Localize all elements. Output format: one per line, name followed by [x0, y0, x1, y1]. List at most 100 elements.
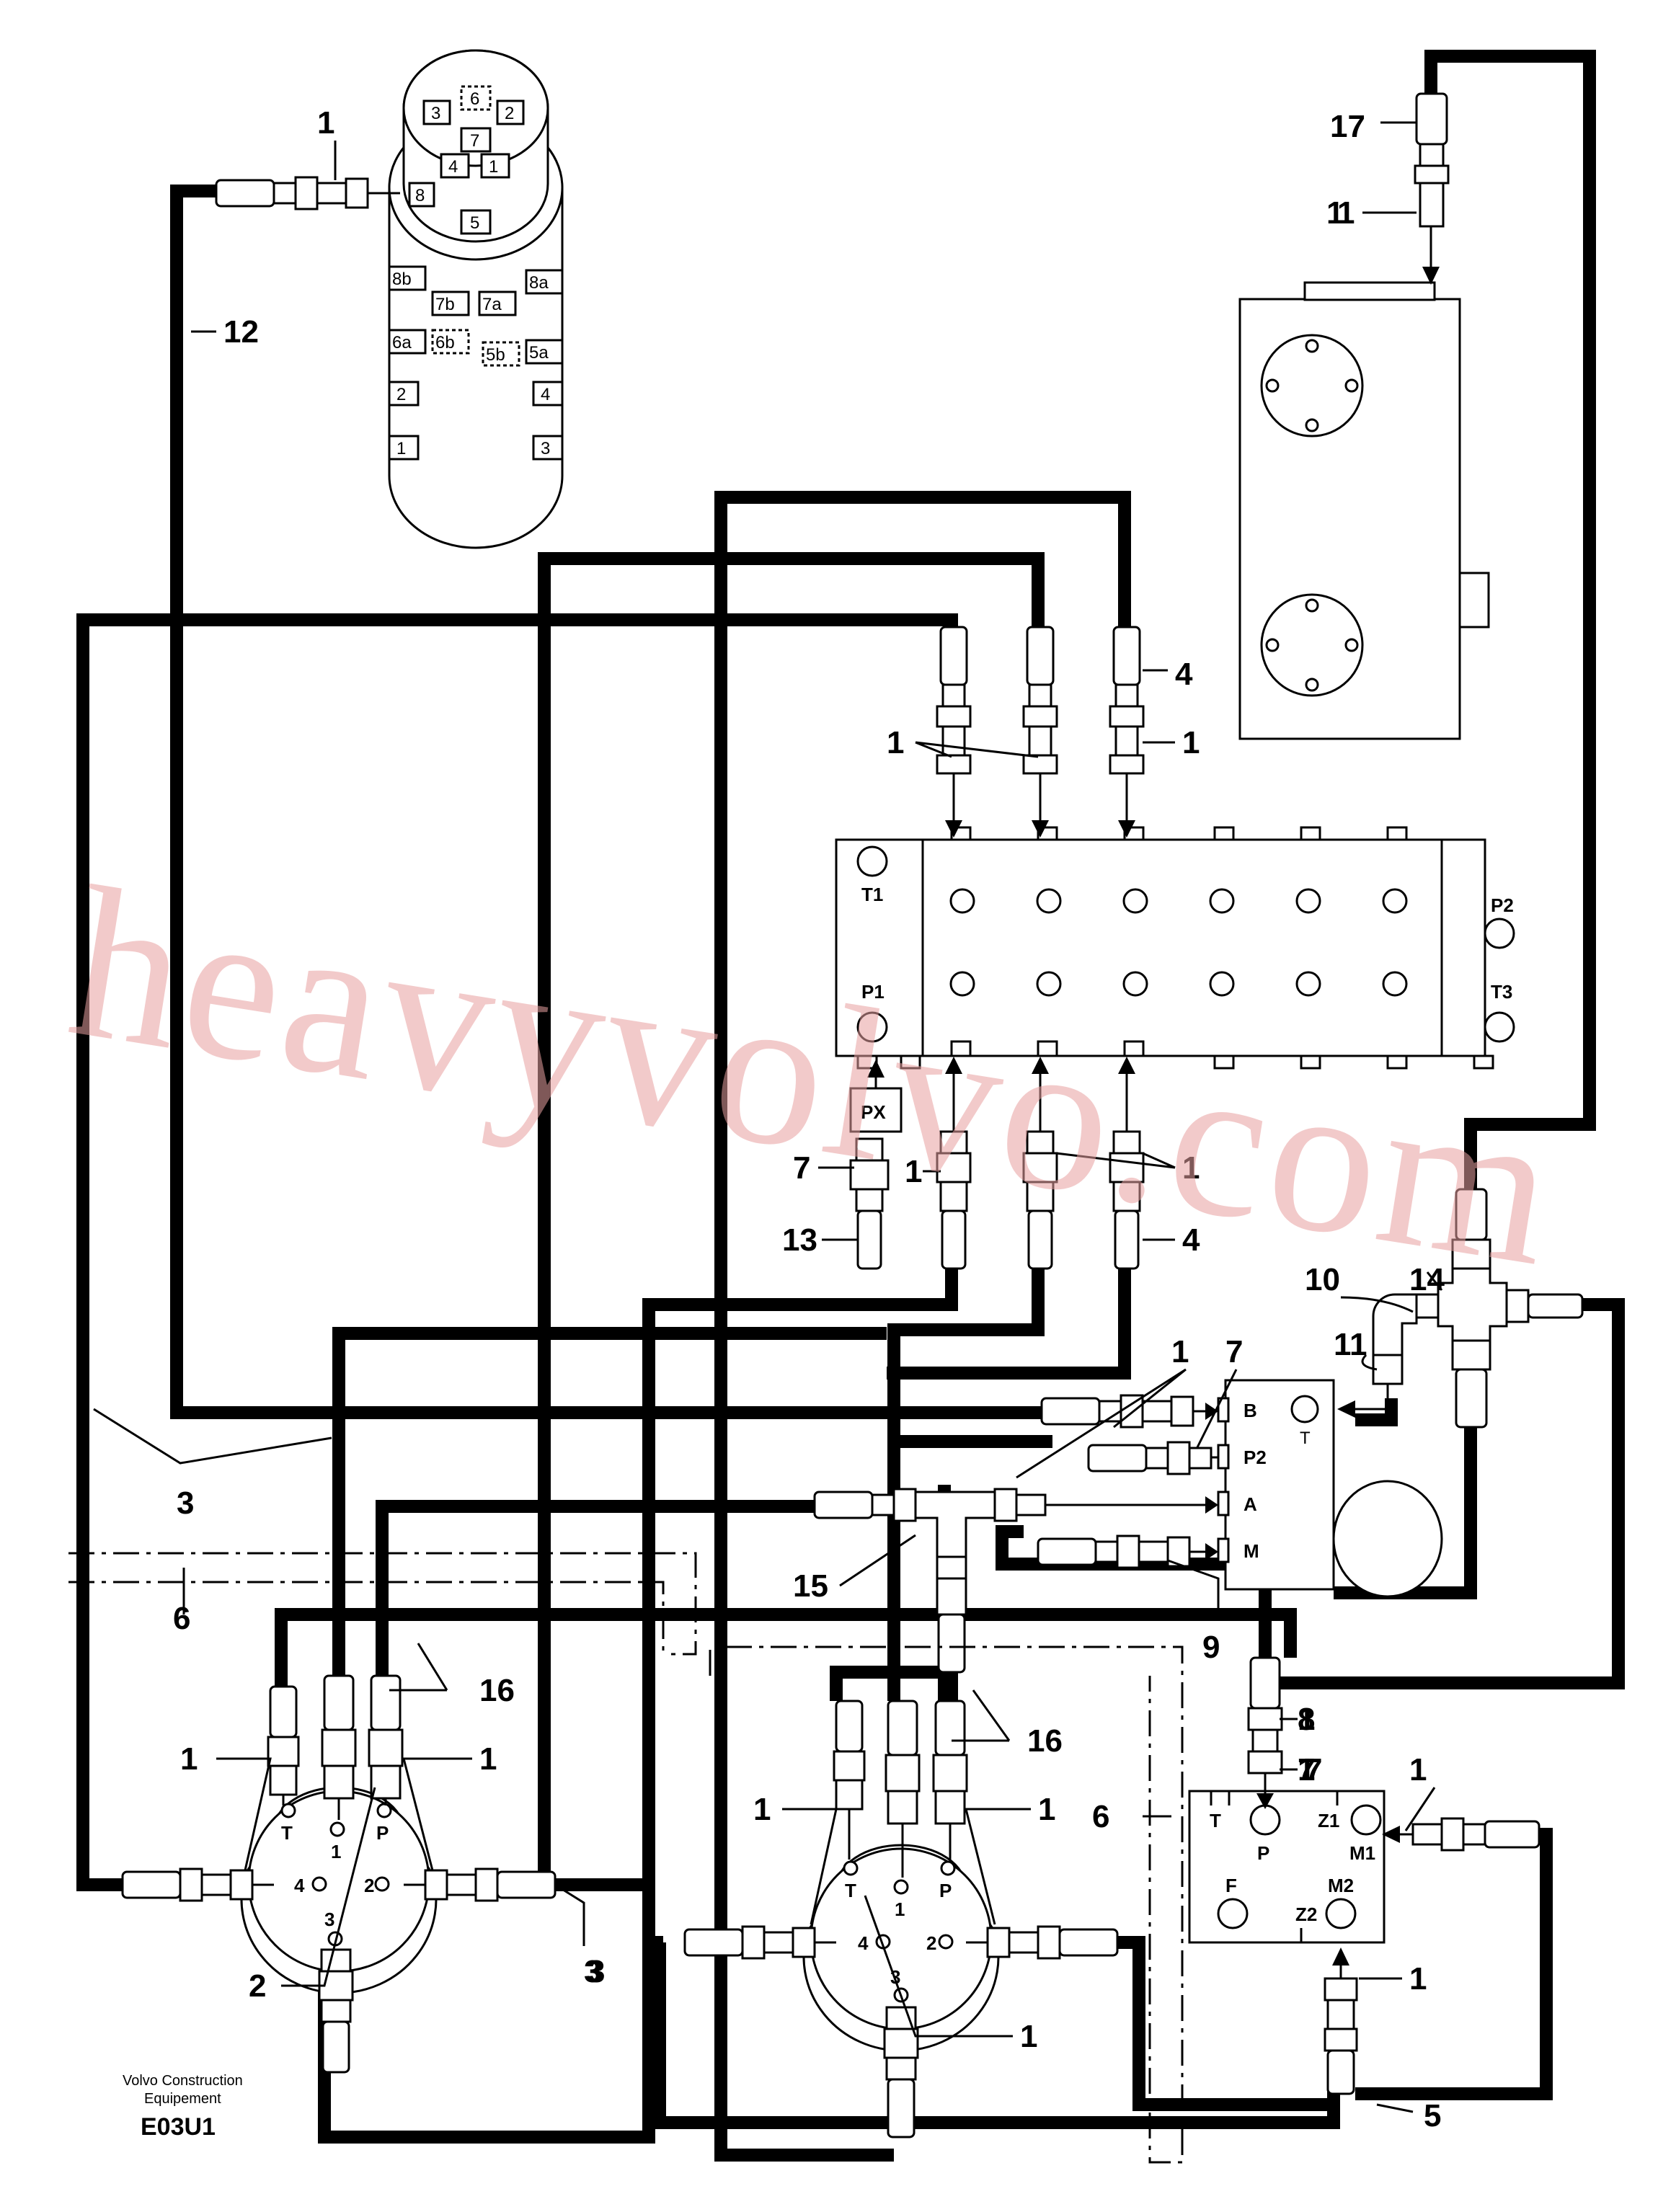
block-a-port-label: B [1244, 1400, 1257, 1421]
callout-label: 1 [180, 1741, 198, 1777]
joystick-port-label: 5 [470, 213, 479, 233]
joystick-port-label: 5b [486, 345, 505, 365]
joystick-port-label: 3 [431, 104, 440, 123]
control-valve-port-label: T3 [1491, 981, 1512, 1003]
pilot-port-label: T [845, 1880, 856, 1901]
callout-label: 1 [753, 1792, 771, 1827]
pilot-port-label: 4 [858, 1932, 869, 1954]
pilot-port-label: P [939, 1880, 952, 1901]
joystick-port-label: 6b [435, 333, 455, 352]
callout-label: 1 [905, 1154, 922, 1189]
control-valve: T1 P1 P2 T3 PX [835, 826, 1515, 1133]
callout-label: 15 [793, 1568, 828, 1604]
pilot-valve-left: T P 1 2 3 4 [121, 1674, 557, 2074]
callout-label: 7 [1298, 1752, 1315, 1787]
credit-block: Volvo Construction Equipement E03U1 [123, 2073, 243, 2141]
fittings-top [936, 626, 1145, 838]
block-b-port-label: Z2 [1295, 1904, 1317, 1925]
callout-label: 1 [1171, 1334, 1189, 1369]
joystick-port-label: 1 [396, 439, 406, 458]
callout-label: 1 [1326, 195, 1344, 231]
callout-label: 1 [1409, 1961, 1427, 1996]
tee-fitting [1337, 1188, 1584, 1429]
block-b-port-label: P [1257, 1842, 1269, 1864]
callout-label: 1 [1038, 1792, 1055, 1827]
callout-label: 1 [317, 105, 334, 141]
callout-label: 16 [1027, 1723, 1063, 1759]
leader-lines [93, 121, 1443, 2113]
callout-label: 1 [1182, 725, 1200, 760]
credit-line2: Equipement [144, 2091, 221, 2107]
control-valve-port-label: T1 [861, 884, 883, 905]
pilot-port-label: 2 [926, 1932, 936, 1954]
callout-label: 14 [1409, 1262, 1445, 1297]
joystick-port-label: 6a [392, 333, 412, 352]
callout-label: 10 [1305, 1262, 1340, 1297]
callout-label: 4 [1182, 1222, 1200, 1258]
callout-label: 3 [588, 1954, 605, 1989]
callout-label: 7 [793, 1150, 810, 1186]
joystick-port-label: 8a [529, 273, 549, 293]
block-b-port-label: M2 [1328, 1875, 1354, 1896]
callout-label: 17 [1330, 109, 1365, 144]
joystick-port-label: 4 [541, 385, 550, 404]
callout-label: 1 [1020, 2019, 1037, 2054]
pilot-port-label: T [281, 1822, 293, 1844]
callout-labels: 1 1 1 1 1 1 1 1 1 1 1 1 1 1 1 1 1 2 3 3 … [173, 105, 1445, 2133]
callout-label: 4 [1175, 657, 1193, 692]
joystick-port-label: 8b [392, 270, 412, 289]
spool-ports [949, 888, 1408, 997]
block-b-port-label: Z1 [1318, 1810, 1339, 1831]
callout-label: 13 [782, 1222, 817, 1258]
pilot-port-label: P [376, 1822, 389, 1844]
callout-label: 6 [173, 1601, 190, 1636]
joystick-port-label: 1 [489, 157, 498, 177]
drawing-code: E03U1 [141, 2113, 216, 2141]
callout-label: 16 [479, 1673, 515, 1708]
block-b-port-label: T [1210, 1810, 1221, 1831]
joystick-port-label: 7a [482, 295, 502, 314]
block-a-port-label: T [1300, 1429, 1311, 1448]
block-a-port-label: A [1244, 1493, 1257, 1515]
block-a: B P2 A M T [813, 1379, 1443, 1674]
callout-label: 6 [1092, 1799, 1109, 1834]
callout-label: 12 [223, 314, 259, 350]
joystick-port-label: 5a [529, 343, 549, 363]
joystick-port-label: 6 [470, 89, 479, 109]
joystick-port-label: 2 [505, 104, 514, 123]
pilot-port-label: 3 [324, 1909, 334, 1930]
fittings-bottom [849, 1057, 1145, 1270]
callout-label: 3 [584, 1954, 601, 1989]
callout-label: 1 [1337, 195, 1355, 231]
pilot-port-label: 1 [895, 1898, 905, 1920]
joystick-port-label: 7b [435, 295, 455, 314]
callout-label: 8 [1298, 1702, 1315, 1737]
joystick-port-label: 2 [396, 385, 406, 404]
fitting-joystick [215, 176, 400, 210]
px-label: PX [861, 1101, 886, 1123]
callout-label: 1 [1298, 1752, 1315, 1787]
callout-label: 5 [1424, 2098, 1441, 2133]
pilot-valve-middle: T P 1 2 3 4 [683, 1700, 1119, 2138]
hydraulic-tank [1238, 92, 1490, 740]
control-valve-port-label: P2 [1491, 894, 1514, 916]
callout-label: 9 [1202, 1630, 1220, 1665]
block-b-port-label: F [1225, 1875, 1237, 1896]
pilot-port-label: 1 [331, 1841, 341, 1862]
callout-label: 7 [1225, 1334, 1243, 1369]
callout-label: 1 [1298, 1702, 1315, 1737]
callout-label: 1 [1409, 1752, 1427, 1787]
joystick-port-label: 8 [415, 186, 425, 205]
joystick: 3 6 2 7 4 1 8 5 8b 8a 7b 7a 6a 6b 5b 5a … [388, 49, 564, 549]
pilot-port-label: 4 [294, 1875, 305, 1896]
callout-label: 1 [887, 725, 904, 760]
block-b-port-label: M1 [1349, 1842, 1375, 1864]
joystick-port-label: 7 [470, 131, 479, 151]
callout-label: 11 [1334, 1327, 1367, 1362]
callout-label: 1 [479, 1741, 497, 1777]
block-a-port-label: M [1244, 1540, 1259, 1562]
joystick-port-label: 4 [448, 157, 458, 177]
callout-label: 2 [249, 1968, 266, 2004]
block-b: T P Z1 M1 F Z2 M2 [1188, 1656, 1540, 2095]
